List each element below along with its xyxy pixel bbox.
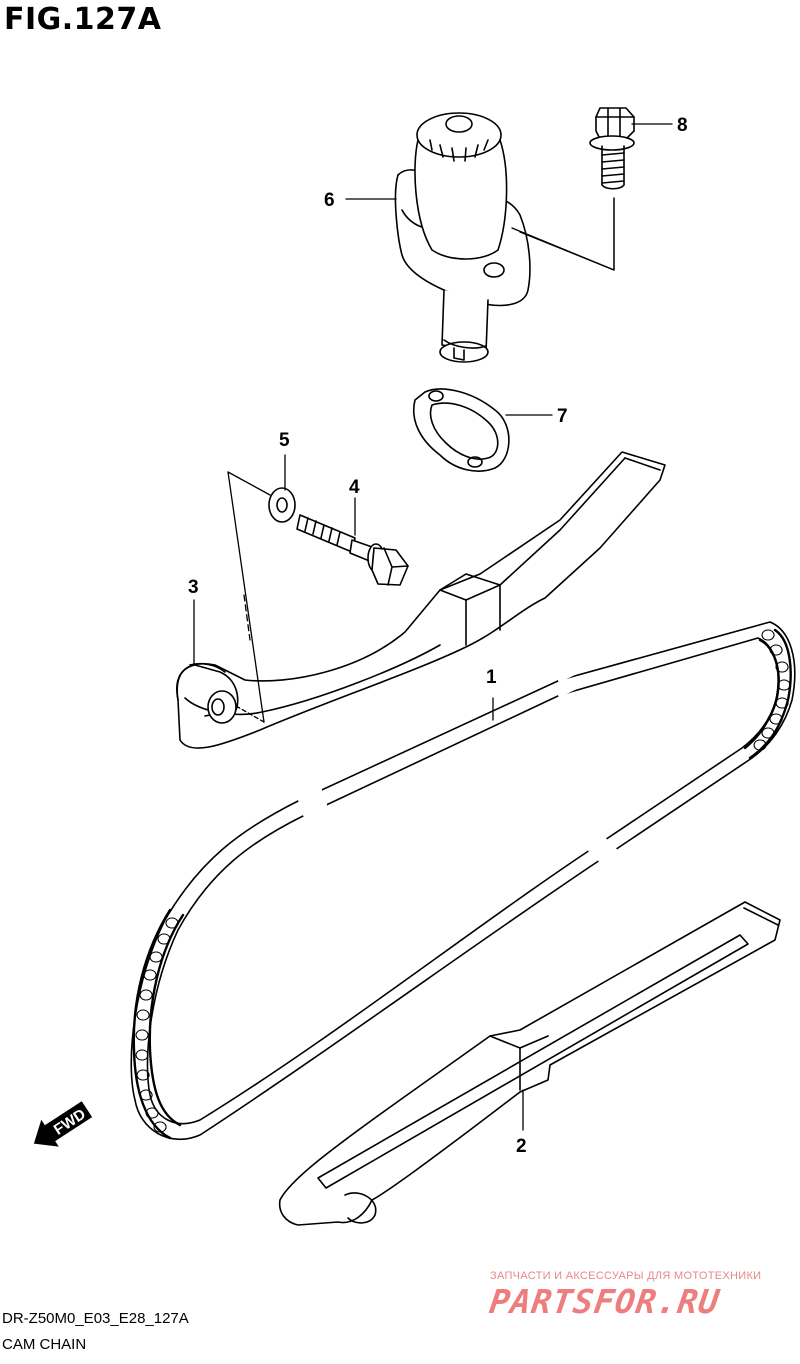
diagram-name: CAM CHAIN bbox=[2, 1336, 87, 1353]
tensioner-guide-part bbox=[176, 451, 666, 749]
assembly-leader-lines bbox=[511, 197, 615, 271]
watermark-tagline: ЗАПЧАСТИ И АКСЕССУАРЫ ДЛЯ МОТОТЕХНИКИ bbox=[490, 1270, 762, 1282]
cam-chain-break-marks bbox=[298, 666, 617, 862]
bolt-8-part bbox=[589, 107, 635, 190]
tensioner-adjuster-part bbox=[394, 112, 531, 363]
callout-6: 6 bbox=[324, 190, 335, 211]
washer-part bbox=[268, 487, 296, 523]
figure-title: FIG.127A bbox=[4, 2, 162, 37]
callout-leader-lines bbox=[193, 123, 673, 1131]
callout-7: 7 bbox=[557, 406, 568, 427]
diagram-code: DR-Z50M0_E03_E28_127A bbox=[2, 1310, 189, 1327]
callout-5: 5 bbox=[279, 430, 290, 451]
chain-guide-part bbox=[278, 901, 781, 1226]
gasket-part bbox=[413, 388, 510, 472]
callout-4: 4 bbox=[349, 477, 360, 498]
guide-bolt-leader-lines bbox=[227, 471, 271, 723]
bolt-4-part bbox=[296, 514, 409, 586]
callout-8: 8 bbox=[677, 115, 688, 136]
cam-chain-links bbox=[135, 629, 791, 1133]
fwd-arrow-icon: FWD bbox=[33, 1101, 93, 1147]
callout-3: 3 bbox=[188, 577, 199, 598]
cam-chain-part bbox=[130, 621, 796, 1141]
callout-1: 1 bbox=[486, 667, 497, 688]
callout-2: 2 bbox=[516, 1136, 527, 1157]
watermark-logo: PARTSFOR.RU bbox=[487, 1282, 723, 1321]
